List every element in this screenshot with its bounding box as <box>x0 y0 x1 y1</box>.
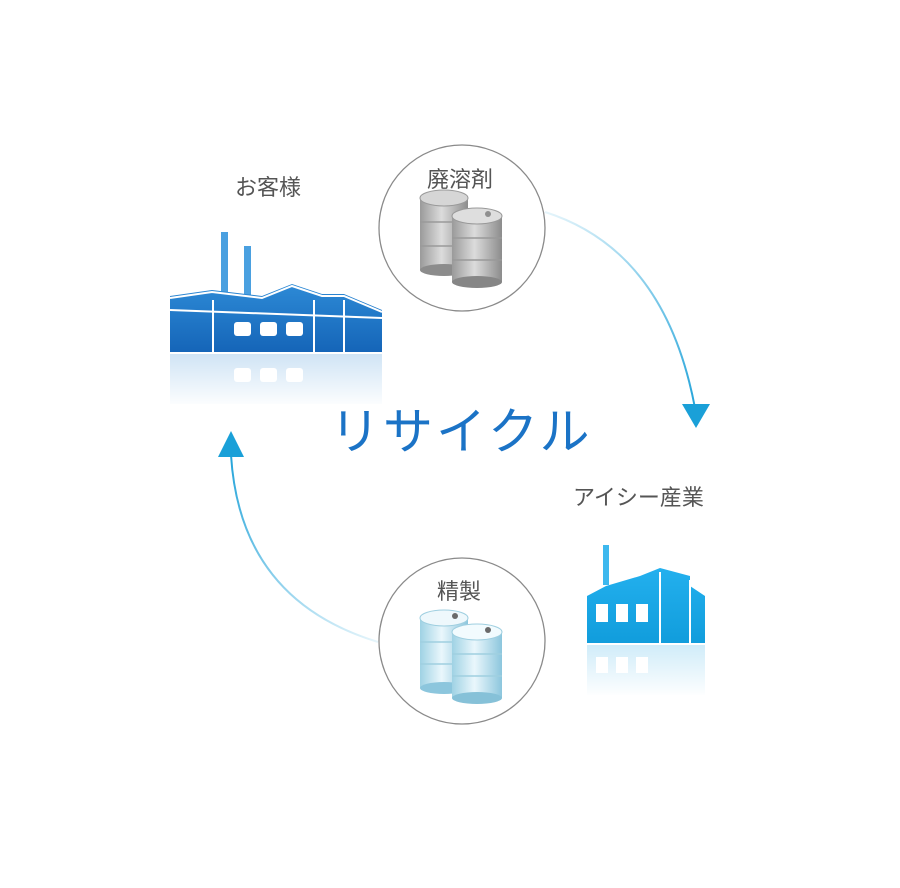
customer-label: お客様 <box>235 176 302 201</box>
company-label: アイシー産業 <box>573 486 704 511</box>
refined-label: 精製 <box>437 580 482 605</box>
arrowhead-down <box>682 404 710 428</box>
flow-arrow-to-company <box>544 211 696 409</box>
customer-factory-icon <box>165 232 387 408</box>
flow-arrow-to-customer <box>230 454 379 643</box>
waste-solvent-label: 廃溶剤 <box>427 168 494 193</box>
arrowhead-up <box>218 431 244 457</box>
diagram-title: リサイクル <box>330 403 593 461</box>
recycler-factory-icon <box>582 545 710 697</box>
gray-drums-icon <box>419 189 503 288</box>
light-blue-drums-icon <box>419 609 503 704</box>
